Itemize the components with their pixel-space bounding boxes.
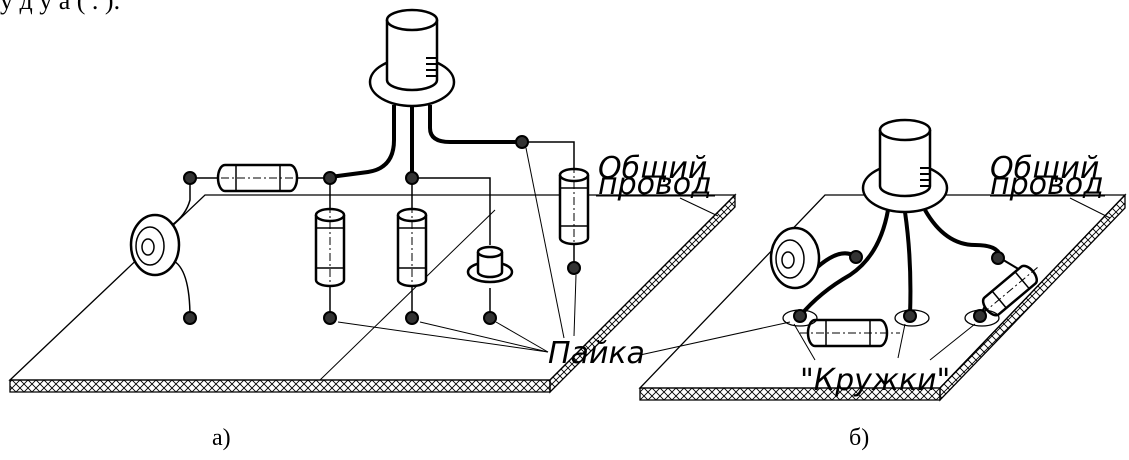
solder-points-a (183, 135, 581, 325)
caption-a: а) (212, 425, 231, 451)
solder-rings-b (782, 250, 1005, 327)
rings-label: "Кружки" (800, 363, 950, 398)
wires-a (171, 105, 575, 319)
transistor-a (368, 8, 456, 108)
transistor-b (861, 118, 949, 214)
round-component-b (769, 226, 821, 290)
solder-label: Пайка (548, 336, 645, 371)
cropped-top-text: у д у а ( . ). (0, 0, 121, 15)
common-wire-label-a-line2: провод (598, 167, 712, 202)
circuit-board-a (8, 193, 737, 394)
common-wire-leader-a (596, 195, 719, 217)
caption-b: б) (849, 425, 870, 451)
rings-leader-lines (793, 323, 976, 361)
common-wire-leader-b (990, 195, 1111, 219)
resistor-diagonal-b (981, 264, 1038, 317)
common-wire-label-a-line1: Общий (598, 151, 707, 186)
diagram-b: Общий провод "Кружки" (638, 118, 1127, 402)
diagram-a: Общий провод Пайка (8, 8, 791, 394)
common-wire-label-b-line2: провод (990, 167, 1104, 202)
small-component-a (466, 245, 514, 284)
round-component-a (129, 213, 181, 277)
resistor-vertical-a-3 (558, 165, 590, 250)
solder-leader-lines (337, 147, 791, 356)
circuit-board-b (638, 193, 1127, 402)
resistor-horizontal-b (800, 318, 900, 348)
resistor-vertical-a-2 (396, 205, 428, 292)
resistor-horizontal-a (205, 163, 305, 193)
resistor-vertical-a-1 (314, 205, 346, 292)
common-wire-label-b-line1: Общий (990, 151, 1099, 186)
